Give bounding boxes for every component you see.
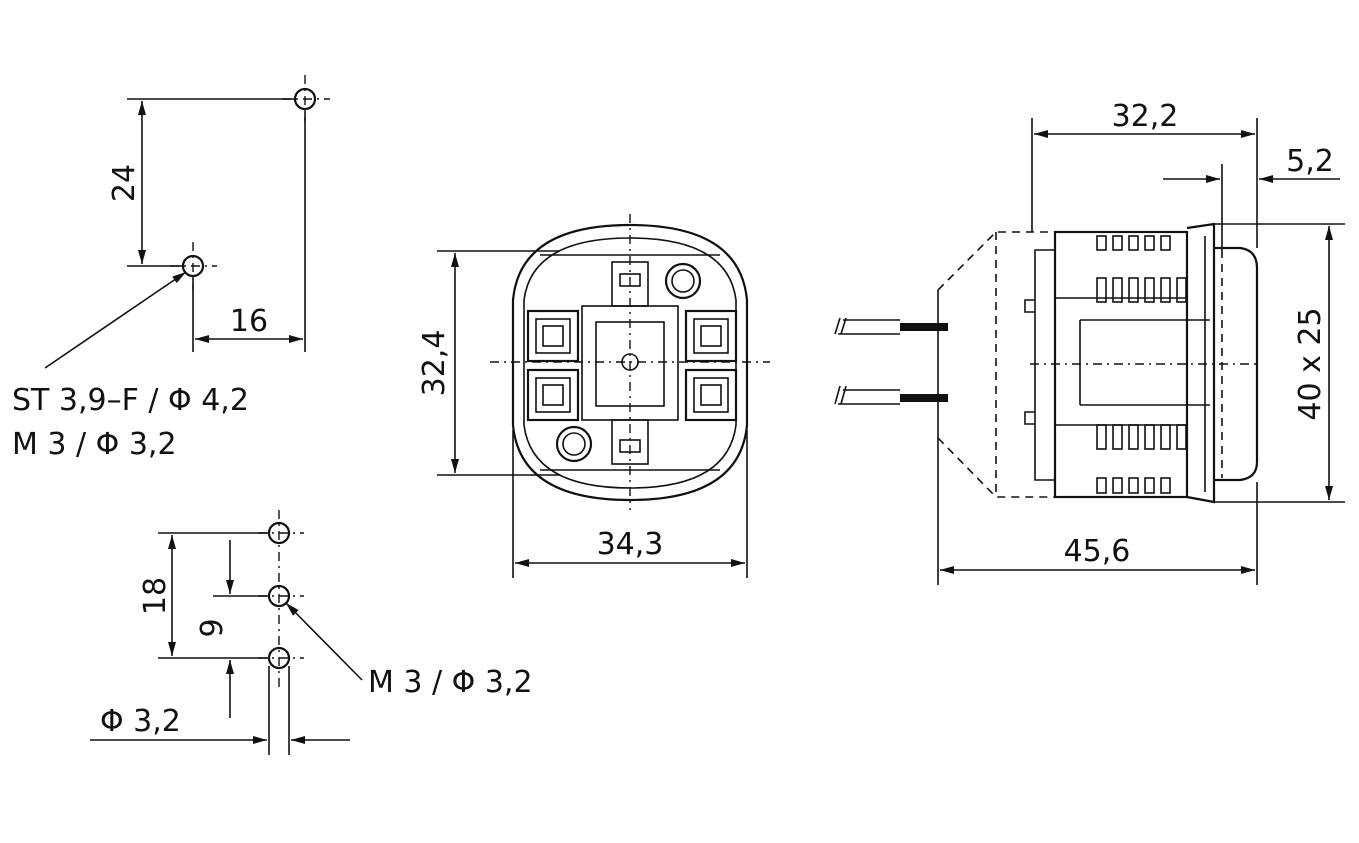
note-screw-m3: M 3 / Φ 3,2 [12, 427, 177, 462]
dimension-24: 24 [107, 164, 142, 202]
wire [834, 385, 948, 405]
dimension-32-4: 32,4 [417, 330, 452, 397]
leader-line [285, 602, 363, 681]
screw-hole-icon [555, 425, 593, 463]
mounting-hole [267, 646, 291, 670]
screw-hole-icon [664, 262, 702, 300]
spring-contacts [1096, 235, 1187, 303]
mounting-hole [267, 584, 291, 608]
dimension-9: 9 [195, 618, 230, 637]
dimension-34-3: 34,3 [597, 527, 664, 562]
terminal [684, 368, 738, 422]
terminal [526, 368, 580, 422]
dimension-45-6: 45,6 [1064, 534, 1131, 569]
mounting-hole [267, 521, 291, 545]
leader-line [44, 271, 187, 369]
flange [1186, 222, 1216, 504]
wire [834, 317, 948, 335]
dimension-diameter: Φ 3,2 [100, 704, 181, 739]
dimension-32-2: 32,2 [1112, 99, 1179, 134]
hole-pattern-bottom: 18 9 Φ 3,2 M 3 / Φ 3,2 [90, 510, 533, 755]
side-view: 32,2 5,2 40 x 25 45,6 [834, 99, 1345, 585]
note-screw-st: ST 3,9–F / Φ 4,2 [12, 383, 249, 418]
hole-pattern-top: 24 16 ST 3,9–F / Φ 4,2 M 3 / Φ 3,2 [12, 75, 330, 462]
terminal [684, 309, 738, 363]
spring-contacts [1096, 424, 1187, 494]
note-screw-m3: M 3 / Φ 3,2 [368, 665, 533, 700]
dimension-5-2: 5,2 [1286, 144, 1334, 179]
front-view: 32,4 34,3 [417, 214, 770, 578]
dimension-18: 18 [138, 577, 173, 615]
dimension-40x25: 40 x 25 [1293, 307, 1328, 420]
dimension-16: 16 [230, 304, 268, 339]
terminal [526, 309, 580, 363]
housing-outline [511, 223, 749, 502]
